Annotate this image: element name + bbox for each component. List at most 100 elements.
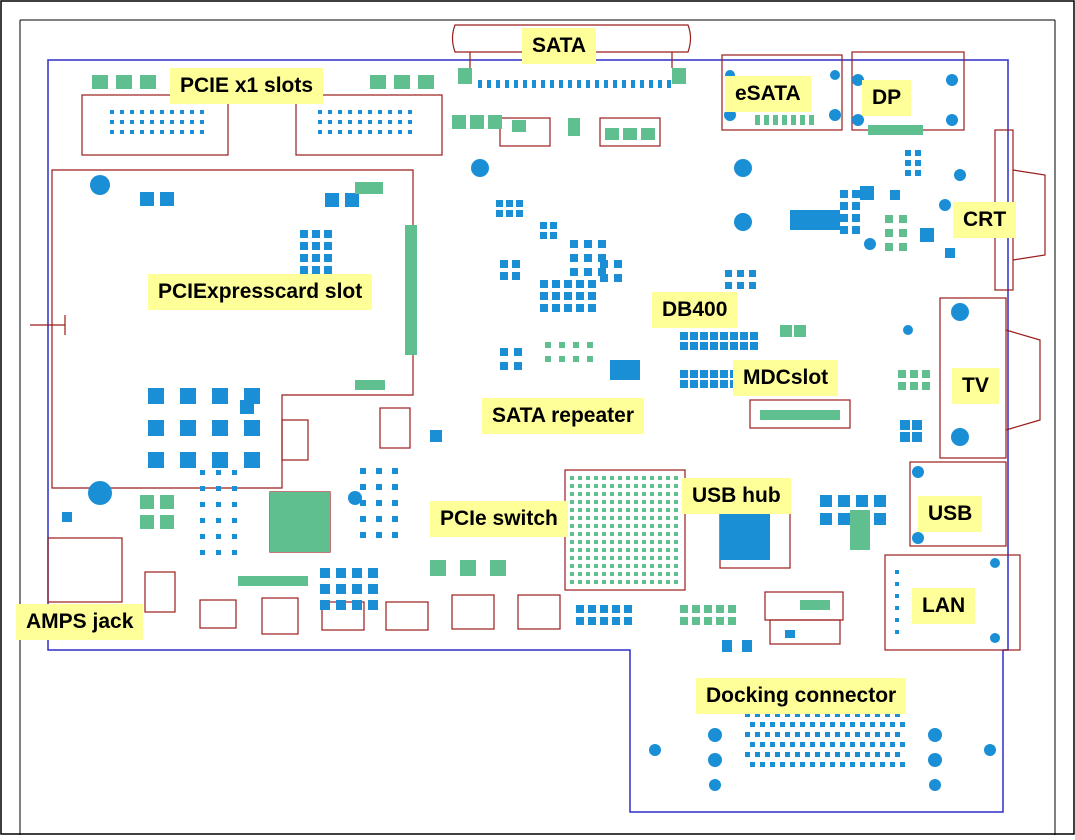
component-pad (674, 492, 678, 496)
component-pad (658, 540, 662, 544)
component-pad (642, 508, 646, 512)
component-pad (180, 388, 196, 404)
component-pad (200, 486, 205, 491)
component-pad (634, 492, 638, 496)
component-pad (880, 742, 885, 747)
component-pad (550, 222, 557, 229)
component-pad (658, 580, 662, 584)
component-pad (885, 712, 890, 717)
component-pad (674, 500, 678, 504)
component-pad (160, 130, 164, 134)
component-pad (770, 722, 775, 727)
component-pad (588, 605, 596, 613)
component-pad (540, 304, 548, 312)
component-pad (622, 80, 626, 88)
component-pad (594, 540, 598, 544)
component-pad (160, 515, 174, 529)
component-pad (895, 712, 900, 717)
component-pad (324, 230, 332, 238)
via-pad (984, 744, 996, 756)
component-pad (594, 556, 598, 560)
component-pad (658, 492, 662, 496)
component-pad (576, 617, 584, 625)
component-pad (360, 532, 366, 538)
component-pad (584, 268, 592, 276)
component-pad (680, 342, 688, 350)
pcie-slot-1-outline (81, 94, 229, 156)
component-pad (312, 254, 320, 262)
component-pad (915, 170, 921, 176)
component-pad (324, 254, 332, 262)
component-pad (578, 540, 582, 544)
component-pad (658, 500, 662, 504)
component-pad (666, 580, 670, 584)
component-pad (576, 605, 584, 613)
component-pad (610, 540, 614, 544)
component-pad (514, 362, 522, 370)
component-pad (570, 572, 574, 576)
component-pad (800, 115, 805, 125)
component-pad (922, 370, 930, 378)
component-pad (710, 332, 718, 340)
component-pad (815, 752, 820, 757)
component-pad (641, 128, 655, 140)
component-pad (348, 120, 352, 124)
label-sata: SATA (522, 28, 597, 64)
component-pad (905, 150, 911, 156)
component-pad (62, 512, 72, 522)
component-pad (516, 210, 523, 217)
component-pad (765, 752, 770, 757)
component-pad (170, 120, 174, 124)
component-pad (602, 572, 606, 576)
component-pad (300, 266, 308, 274)
component-pad (840, 226, 848, 234)
component-pad (634, 484, 638, 488)
component-pad (588, 304, 596, 312)
component-pad (600, 274, 608, 282)
component-pad (618, 484, 622, 488)
component-pad (825, 732, 830, 737)
component-pad (810, 210, 820, 220)
component-pad (650, 508, 654, 512)
component-pad (618, 564, 622, 568)
component-pad (512, 272, 520, 280)
component-pad (586, 476, 590, 480)
component-pad (578, 532, 582, 536)
component-pad (318, 110, 322, 114)
component-pad (868, 125, 923, 135)
component-pad (328, 110, 332, 114)
component-pad (570, 484, 574, 488)
component-pad (577, 80, 581, 88)
component-pad (232, 518, 237, 523)
component-pad (355, 380, 385, 390)
component-pad (328, 120, 332, 124)
component-pad (312, 266, 320, 274)
component-pad (578, 508, 582, 512)
component-pad (532, 80, 536, 88)
component-pad (900, 742, 905, 747)
component-pad (666, 564, 670, 568)
component-pad (749, 270, 756, 277)
component-pad (200, 518, 205, 523)
component-pad (618, 476, 622, 480)
component-pad (348, 110, 352, 114)
component-pad (392, 468, 398, 474)
component-pad (666, 532, 670, 536)
via-pad (649, 744, 661, 756)
component-pad (720, 332, 728, 340)
component-pad (300, 230, 308, 238)
component-pad (870, 742, 875, 747)
component-pad (180, 452, 196, 468)
component-pad (666, 548, 670, 552)
component-pad (692, 617, 700, 625)
component-pad (541, 80, 545, 88)
component-pad (200, 120, 204, 124)
component-pad (212, 388, 228, 404)
component-pad (578, 572, 582, 576)
component-pad (586, 580, 590, 584)
component-pad (710, 380, 718, 388)
label-mdcslot: MDCslot (733, 360, 839, 396)
component-pad (785, 752, 790, 757)
component-pad (408, 110, 412, 114)
component-pad (874, 495, 886, 507)
